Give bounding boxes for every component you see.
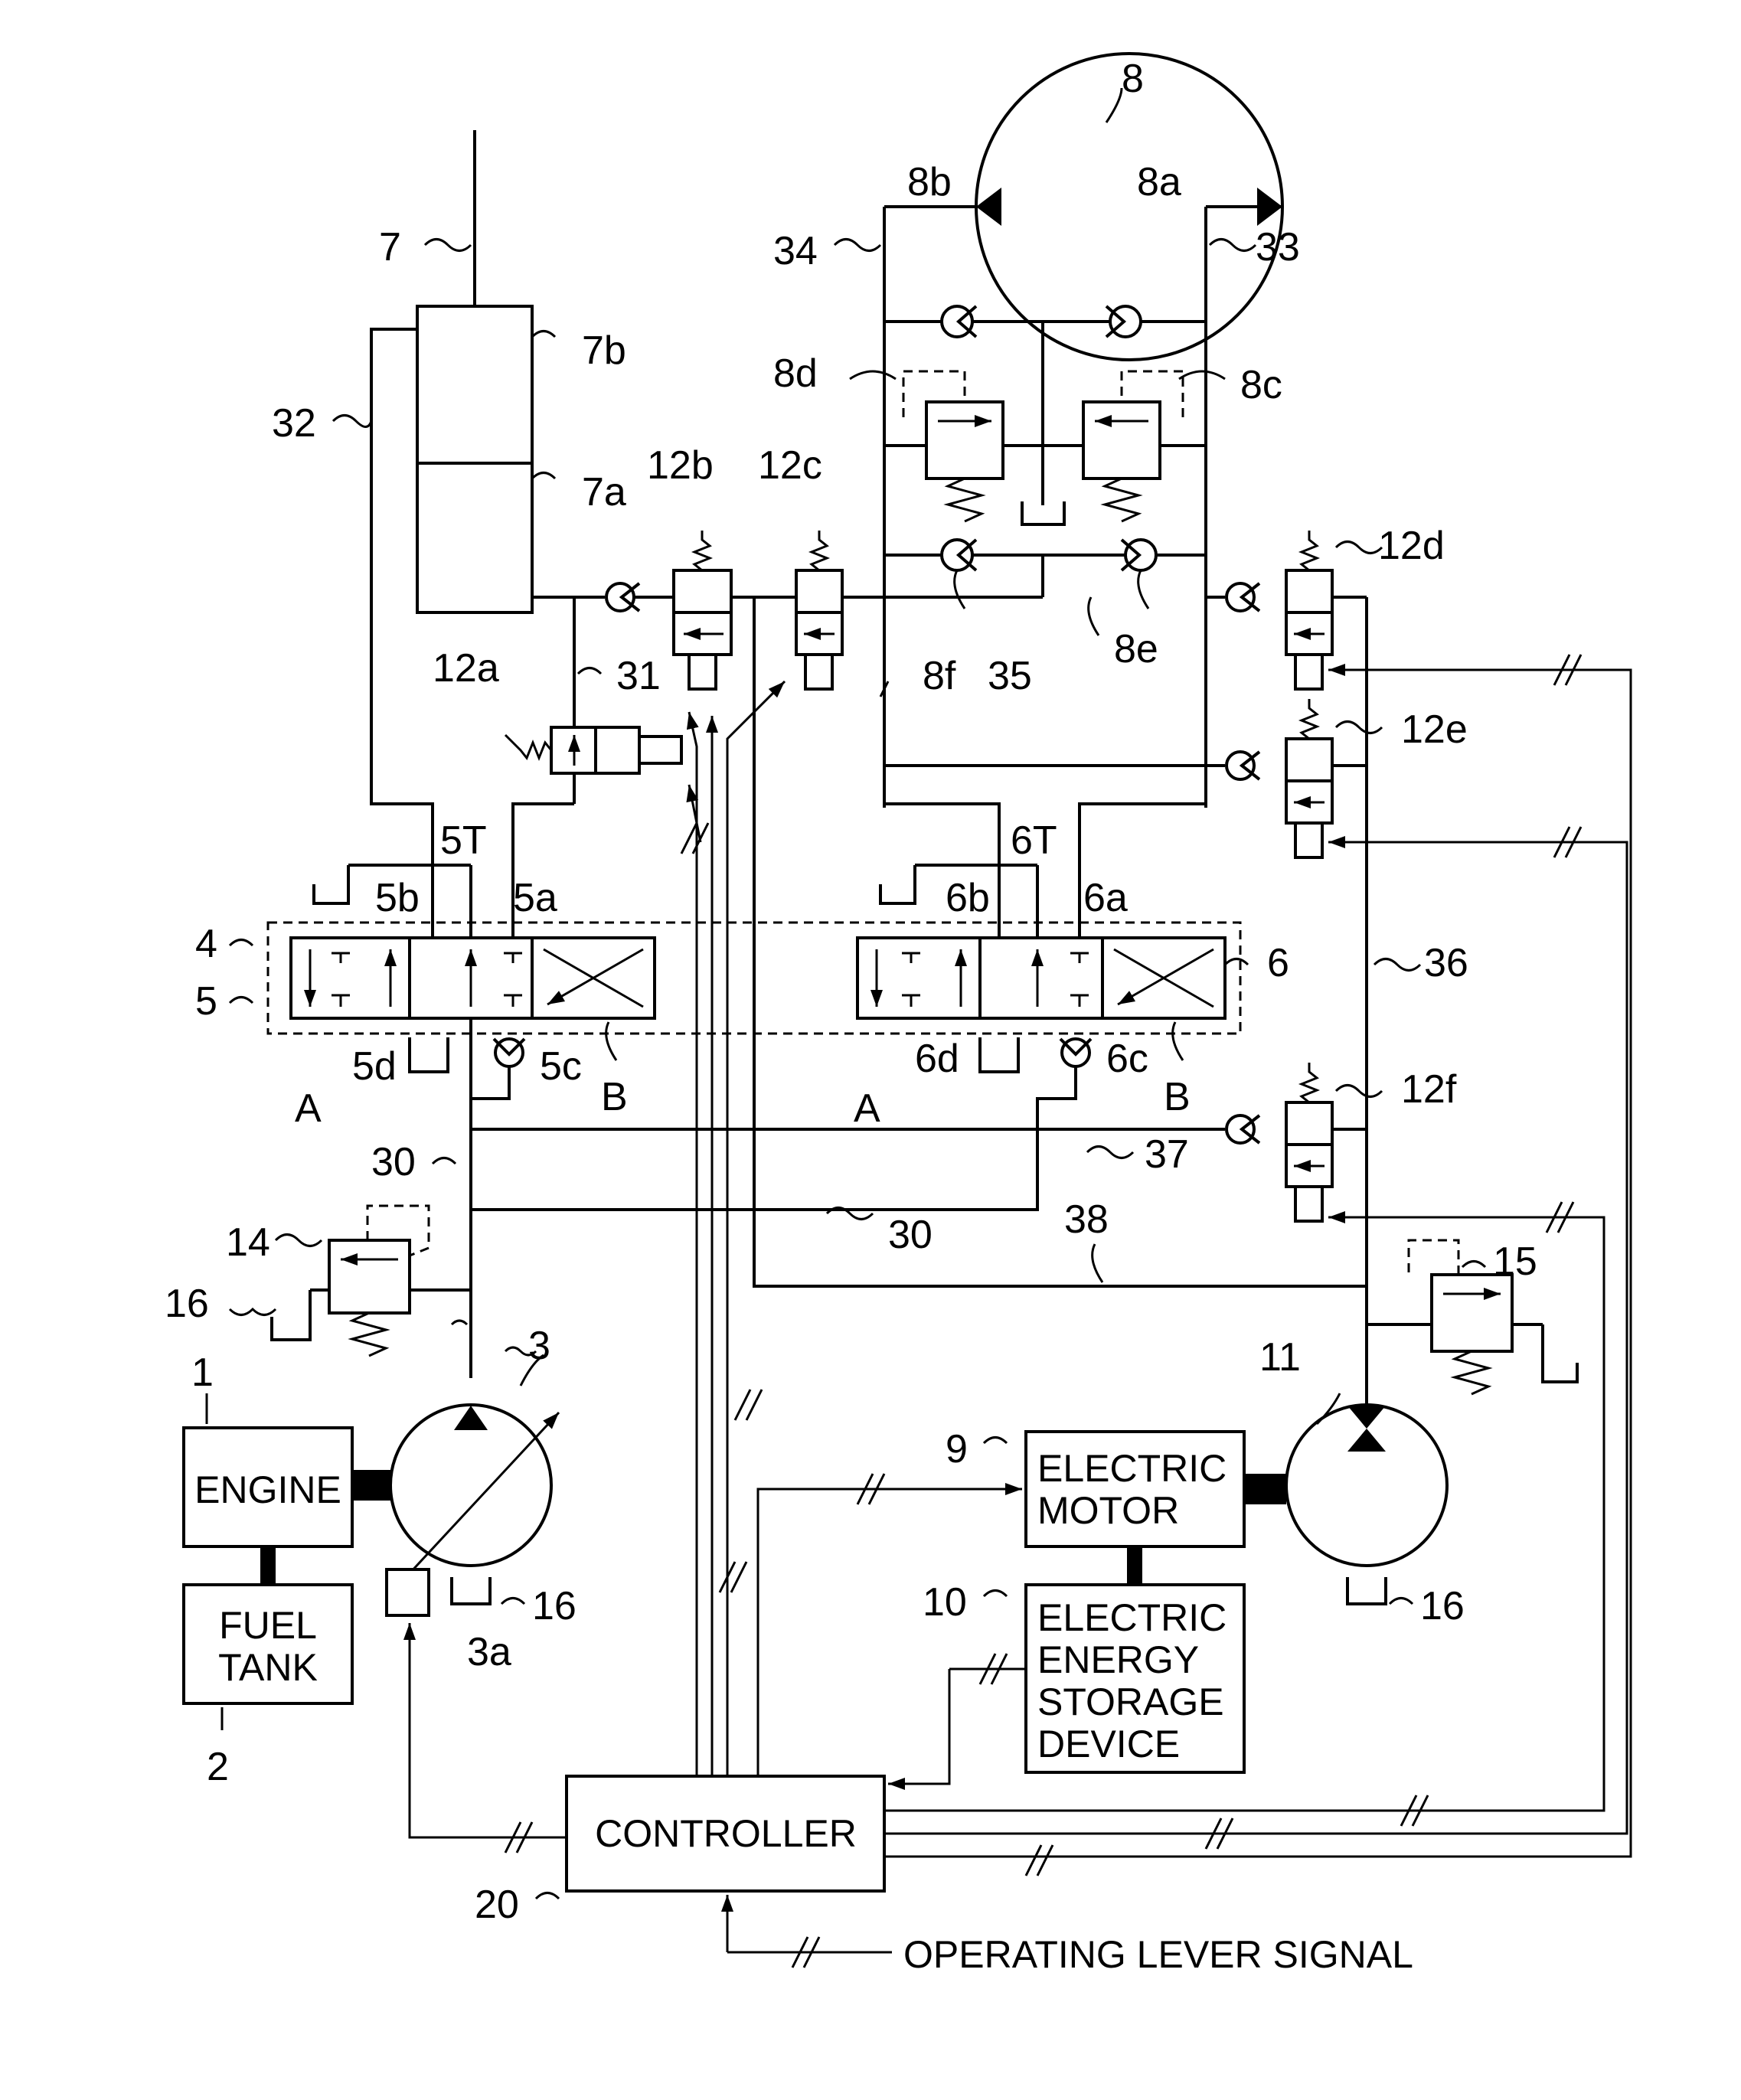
regulator-3a <box>387 1569 429 1615</box>
label-14: 14 <box>226 1220 270 1265</box>
label-3: 3 <box>528 1324 550 1368</box>
storage-label-4: DEVICE <box>1037 1723 1180 1765</box>
label-7b: 7b <box>582 328 626 373</box>
hydraulic-pump-motor-11 <box>1286 1405 1447 1604</box>
check-valve-cylinder <box>606 583 639 611</box>
label-8a: 8a <box>1137 160 1181 204</box>
label-A1: A <box>295 1086 322 1131</box>
storage-label-2: ENERGY <box>1037 1638 1199 1681</box>
label-B1: B <box>601 1075 628 1119</box>
label-11: 11 <box>1259 1335 1301 1380</box>
solenoid-valve-12c <box>796 531 842 689</box>
engine-label: ENGINE <box>194 1468 341 1511</box>
label-8f: 8f <box>923 654 956 698</box>
electric-motor-label-1: ELECTRIC <box>1037 1447 1227 1490</box>
label-7a: 7a <box>582 470 626 514</box>
fuel-tank-block: FUEL TANK <box>184 1585 352 1703</box>
label-8c: 8c <box>1240 363 1282 407</box>
controller-label: CONTROLLER <box>595 1812 857 1855</box>
label-4: 4 <box>195 922 217 966</box>
label-35: 35 <box>988 654 1032 698</box>
label-15: 15 <box>1493 1239 1537 1284</box>
label-5d: 5d <box>352 1044 397 1089</box>
label-16-a: 16 <box>165 1282 209 1326</box>
controller-block: CONTROLLER <box>567 1776 884 1891</box>
label-36: 36 <box>1424 941 1468 985</box>
label-6T: 6T <box>1011 818 1057 863</box>
label-3a: 3a <box>467 1630 511 1674</box>
label-8: 8 <box>1122 57 1144 101</box>
label-7: 7 <box>379 225 401 269</box>
label-6c: 6c <box>1106 1037 1148 1081</box>
control-valve-6 <box>857 938 1225 1018</box>
label-10: 10 <box>923 1580 967 1625</box>
label-6a: 6a <box>1083 876 1128 920</box>
energy-storage-block: ELECTRIC ENERGY STORAGE DEVICE <box>1026 1585 1244 1772</box>
label-5c: 5c <box>540 1044 582 1089</box>
label-1: 1 <box>191 1350 214 1395</box>
label-5b: 5b <box>375 876 420 920</box>
storage-label-1: ELECTRIC <box>1037 1596 1227 1639</box>
label-8b: 8b <box>907 160 952 204</box>
control-valve-5 <box>291 938 655 1018</box>
motor-pump-shaft <box>1244 1474 1286 1504</box>
label-33: 33 <box>1256 225 1300 269</box>
label-5: 5 <box>195 979 217 1024</box>
label-31: 31 <box>616 654 661 698</box>
engine-tank-link <box>260 1546 276 1585</box>
label-A2: A <box>854 1086 880 1131</box>
label-5a: 5a <box>513 876 557 920</box>
label-6b: 6b <box>946 876 990 920</box>
label-16-c: 16 <box>1420 1584 1465 1628</box>
label-12d: 12d <box>1378 524 1445 568</box>
label-2: 2 <box>207 1745 229 1789</box>
motor-storage-link <box>1127 1546 1142 1585</box>
label-12c: 12c <box>758 443 822 488</box>
label-6d: 6d <box>915 1037 959 1081</box>
storage-label-3: STORAGE <box>1037 1680 1224 1723</box>
electric-motor-block: ELECTRIC MOTOR <box>1026 1432 1244 1546</box>
label-B2: B <box>1164 1075 1191 1119</box>
solenoid-valve-12b <box>674 531 731 689</box>
label-16-b: 16 <box>532 1584 577 1628</box>
operating-lever-signal-label: OPERATING LEVER SIGNAL <box>903 1933 1413 1976</box>
label-8d: 8d <box>773 351 818 396</box>
relief-valve-14 <box>272 1206 429 1356</box>
fuel-tank-label-1: FUEL <box>219 1604 317 1647</box>
label-37: 37 <box>1145 1132 1189 1177</box>
label-20: 20 <box>475 1883 519 1927</box>
solenoid-valve-12a <box>505 727 681 773</box>
electric-motor-label-2: MOTOR <box>1037 1489 1179 1532</box>
hydraulic-cylinder <box>417 130 532 612</box>
engine-pump-shaft <box>352 1470 390 1501</box>
label-12e: 12e <box>1401 707 1468 752</box>
label-8e: 8e <box>1114 627 1158 671</box>
label-6: 6 <box>1267 941 1289 985</box>
label-5T: 5T <box>440 818 487 863</box>
label-12a: 12a <box>433 646 499 691</box>
solenoid-valve-12d <box>1286 531 1367 689</box>
label-12b: 12b <box>647 443 714 488</box>
fuel-tank-label-2: TANK <box>218 1646 318 1689</box>
label-30a: 30 <box>371 1140 416 1184</box>
label-12f: 12f <box>1401 1067 1457 1112</box>
check-valve-12d <box>1227 583 1259 611</box>
label-34: 34 <box>773 229 818 273</box>
engine-block: ENGINE <box>184 1428 352 1546</box>
label-9: 9 <box>946 1427 968 1471</box>
load-check-valves <box>494 1039 1091 1066</box>
label-30b: 30 <box>888 1213 933 1257</box>
label-32: 32 <box>272 401 316 446</box>
label-38: 38 <box>1064 1197 1109 1242</box>
